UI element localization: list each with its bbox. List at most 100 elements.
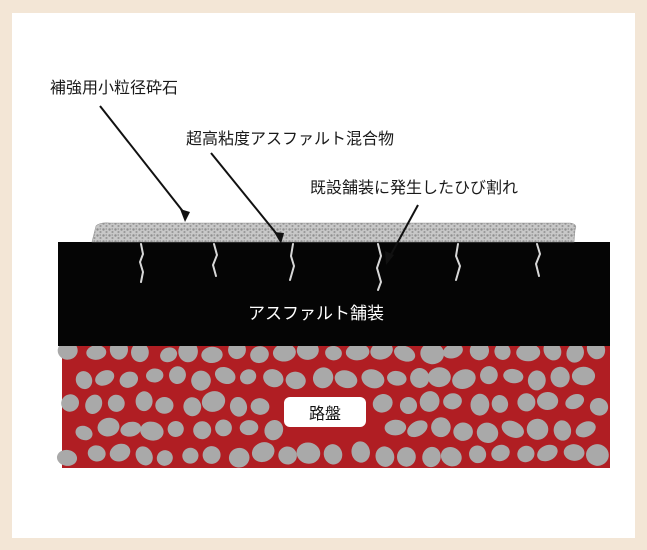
aggregate-stone [384,419,407,436]
label-existing-cracks: 既設舗装に発生したひび割れ [310,178,519,197]
aggregate-stone [469,445,487,464]
aggregate-stone [563,444,585,461]
aggregate-stone [370,341,393,360]
aggregate-stone [586,444,609,466]
aggregate-stone [537,444,558,462]
aggregate-stone [565,394,585,410]
asphalt-pavement-layer [58,242,610,346]
aggregate-stone [399,396,418,415]
aggregate-stone [351,441,370,463]
pavement-cracks [138,243,542,291]
aggregate-stone [97,417,120,437]
aggregate-stone [263,369,284,388]
aggregate-stone [394,345,416,362]
aggregate-stone [407,420,428,438]
aggregate-stone [325,345,342,361]
aggregate-stone [480,366,498,385]
aggregate-stone [61,394,80,412]
aggregate-stone [440,446,462,467]
aggregate-stone [178,340,198,363]
aggregate-stone [86,345,107,360]
aggregate-stone [419,391,440,412]
aggregate-stone [501,420,524,438]
aggregate-stone [503,368,524,384]
aggregate-stone [193,421,212,440]
aggregate-stone [229,396,248,417]
aggregate-stone [285,371,306,390]
label-roadbed-text: 路盤 [308,404,341,423]
aggregate-stone [553,420,572,441]
aggregate-stone [250,346,269,364]
aggregate-stone [202,446,221,464]
aggregate-stone [75,425,93,441]
aggregate-stone [250,398,270,415]
aggregate-stone [135,391,153,412]
aggregate-stone [167,420,184,438]
aggregate-stone [264,419,284,441]
aggregate-stone [571,366,596,386]
aggregate-stone [453,422,473,441]
aggregate-stone [345,343,370,361]
aggregate-stone [201,391,226,412]
aggregate-stone [550,366,570,388]
aggregate-stone [334,370,358,389]
aggregate-stone [140,421,164,441]
aggregate-stone [191,370,211,391]
aggregate-stone [476,422,499,443]
aggregate-stone [443,393,462,410]
aggregate-stone [589,398,609,416]
aggregate-stone [470,393,490,416]
aggregate-stone [566,343,584,363]
label-roadbed: 路盤 [284,397,366,427]
aggregate-stone [491,395,509,413]
aggregate-stone [494,343,511,360]
arrowheads [180,209,394,265]
aggregate-stone [87,445,106,462]
aggregate-stone [169,366,186,384]
aggregate-stone [387,370,407,386]
aggregate-stone [323,444,343,465]
aggregate-stone [240,369,257,385]
aggregate-stone [517,445,535,463]
aggregate-stone [146,368,164,383]
aggregate-stone [130,342,149,363]
aggregate-stone [75,371,93,390]
aggregate-stone [119,371,139,388]
aggregate-stone [135,446,153,466]
aggregate-stone [427,367,451,388]
aggregate-stone [228,447,250,468]
aggregate-stone [420,342,445,365]
aggregate-stone [85,394,103,415]
label-reinforcing-stone: 補強用小粒径砕石 [50,78,179,97]
aggregate-stone [516,343,541,362]
aggregate-stone [182,447,199,464]
aggregate-stone [156,450,173,466]
aggregate-stone [296,442,321,464]
aggregate-stone [214,366,236,385]
aggregate-stone [527,370,546,391]
aggregate-stone [107,394,125,412]
surface-overlay-layer [91,222,577,243]
roadbed-aggregate [56,339,609,468]
label-high-viscosity-asphalt: 超高粘度アスファルト混合物 [186,129,395,148]
aggregate-stone [396,447,416,467]
aggregate-stone [375,446,395,467]
aggregate-stone [239,420,259,436]
aggregate-stone [312,367,334,389]
aggregate-stone [442,343,463,359]
aggregate-stone [120,421,142,437]
aggregate-stone [155,397,174,414]
aggregate-stone [251,442,275,463]
aggregate-stone [431,417,451,438]
leader-lines [99,105,419,261]
aggregate-stone [517,393,536,412]
aggregate-stone [95,370,115,386]
aggregate-stone [422,446,441,468]
aggregate-stone [526,418,549,440]
label-asphalt-pavement: アスファルト舗装 [248,304,384,324]
aggregate-stone [201,346,223,364]
aggregate-stone [575,421,596,438]
aggregate-stone [372,394,393,413]
aggregate-stone [361,369,385,389]
aggregate-stone [278,446,297,465]
